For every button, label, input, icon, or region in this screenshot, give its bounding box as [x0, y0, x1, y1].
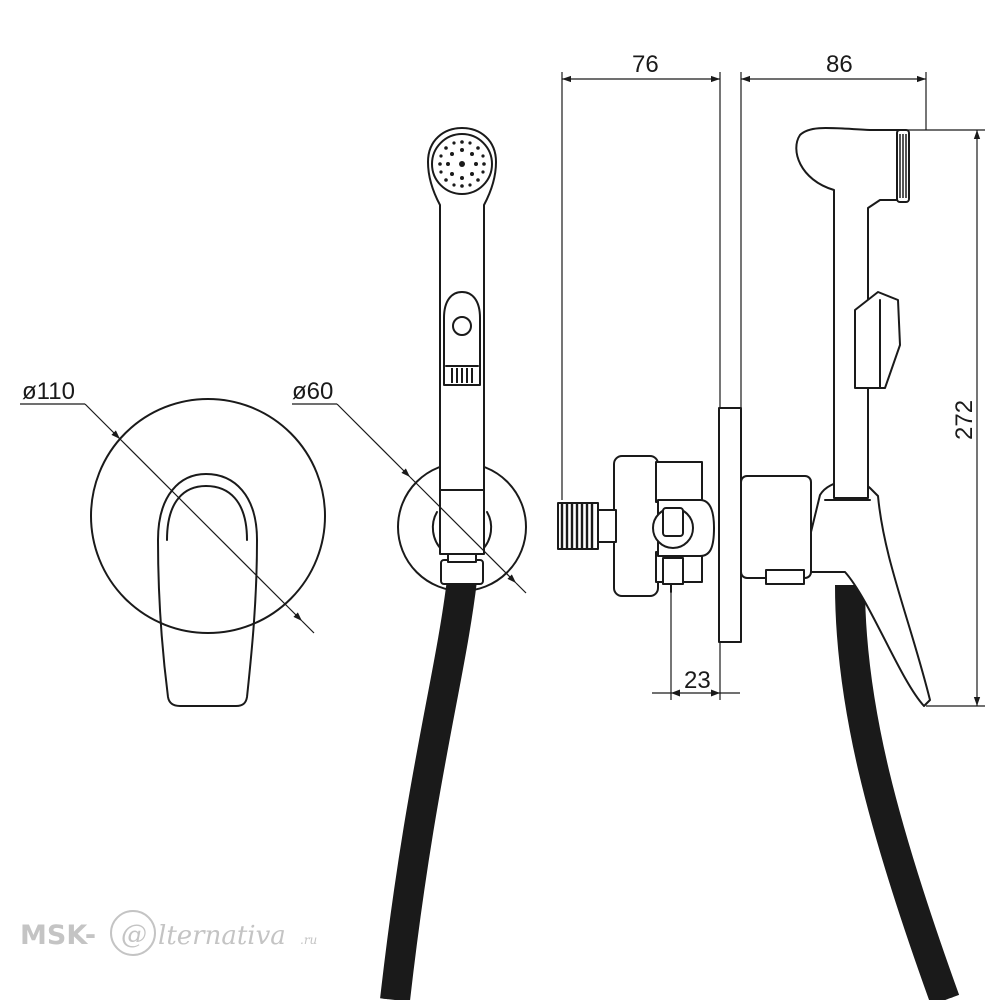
wall-plate: [718, 407, 742, 643]
hose-nut: [440, 559, 484, 585]
watermark-at: @: [121, 920, 147, 950]
trigger-slot: [443, 291, 481, 386]
mixer-lever-inner: [166, 485, 248, 541]
dimension-86: 86: [740, 51, 927, 408]
dimension-d60-label: ø60: [292, 378, 333, 405]
hand-shower-front: [427, 127, 497, 585]
dimension-d110-label: ø110: [22, 378, 75, 405]
hand-shower-body: [427, 127, 497, 491]
dimension-23: 23: [652, 592, 740, 700]
watermark-prefix: MSK-: [20, 920, 96, 951]
watermark-suffix: .ru: [300, 933, 317, 947]
mixer-side-view: [557, 126, 931, 707]
watermark-logo: MSK- @ lternativa .ru: [20, 910, 317, 956]
dimension-76: 76: [561, 51, 721, 500]
trigger-grip: [451, 368, 473, 383]
dimension-d110: ø110: [20, 378, 315, 634]
dimension-76-label: 76: [632, 51, 659, 78]
spray-holes: [438, 140, 486, 188]
spout-body: [740, 475, 812, 579]
dimension-86-label: 86: [826, 51, 853, 78]
trigger-button: [452, 316, 472, 336]
rosette-circle: [90, 398, 326, 634]
mixer-front-view: [90, 398, 326, 707]
trigger-side: [854, 291, 901, 389]
watermark-word: lternativa: [158, 921, 286, 951]
dimension-272-label: 272: [951, 400, 978, 440]
dimension-d60: ø60: [292, 378, 527, 594]
dimension-23-label: 23: [684, 667, 711, 694]
valve-body: [613, 455, 659, 597]
thread-lines: [560, 503, 594, 549]
spray-face: [431, 133, 493, 195]
mixer-lever: [157, 473, 258, 707]
dimension-272: 272: [905, 129, 985, 707]
